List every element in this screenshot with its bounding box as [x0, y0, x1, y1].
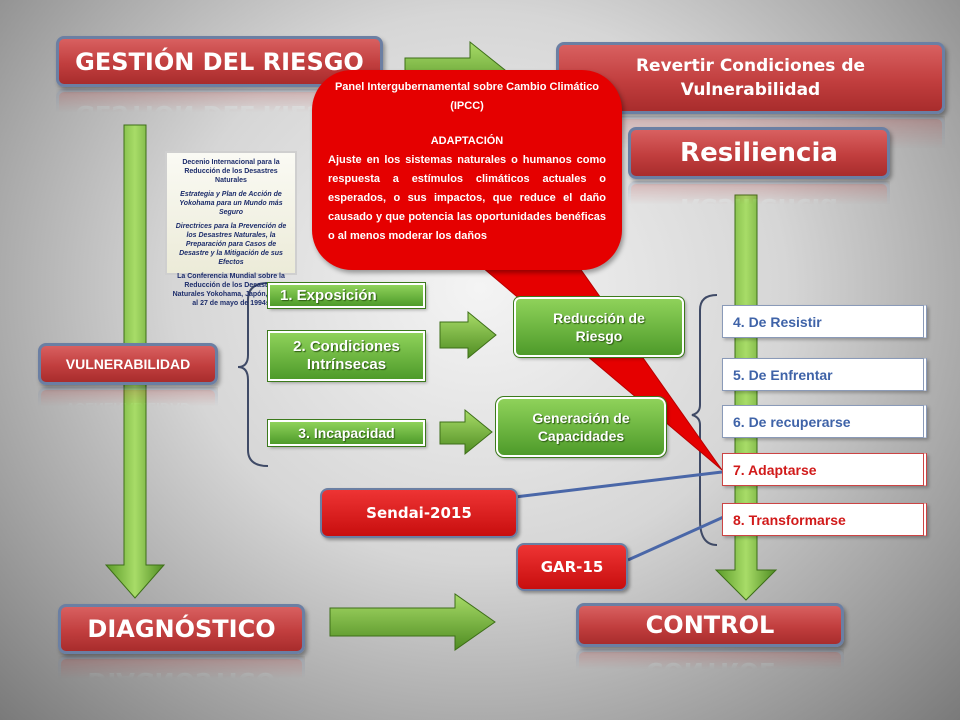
capacity-resistir: 4. De Resistir [722, 305, 927, 338]
generacion-arrow [439, 408, 493, 456]
bottom-right-arrow [329, 593, 496, 651]
capacity-recuperarse: 6. De recuperarse [722, 405, 927, 438]
capacity-adaptarse: 7. Adaptarse [722, 453, 927, 486]
gar-connector [627, 513, 729, 562]
yokohama-document: Decenio Internacional para la Reducción … [165, 151, 297, 307]
control-title: CONTROL [576, 603, 844, 647]
generacion-de-capacidades-box: Generación de Capacidades [495, 396, 667, 458]
reduccion-arrow [439, 310, 497, 360]
diagnostico-title: DIAGNÓSTICO [58, 604, 305, 654]
resiliencia-title: Resiliencia [628, 127, 890, 179]
doc-line: Estrategia y Plan de Acción de Yokohama … [179, 191, 283, 216]
callout-body: Ajuste en los sistemas naturales o human… [328, 154, 606, 242]
capacity-transformarse: 8. Transformarse [722, 503, 927, 536]
callout-heading: Panel Intergubernamental sobre Cambio Cl… [334, 81, 600, 112]
doc-line: La Conferencia Mundial sobre la Reducció… [172, 273, 290, 307]
gestion-del-riesgo-title: GESTIÓN DEL RIESGO [56, 36, 383, 87]
condiciones-intrinsecas-box: 2. Condiciones Intrínsecas [267, 330, 426, 382]
right-bracket [691, 294, 718, 546]
incapacidad-box: 3. Incapacidad [267, 419, 426, 447]
reduccion-de-riesgo-box: Reducción de Riesgo [513, 296, 685, 358]
ipcc-callout: Panel Intergubernamental sobre Cambio Cl… [312, 70, 622, 270]
callout-subheading: ADAPTACIÓN [430, 135, 504, 147]
capacity-enfrentar: 5. De Enfrentar [722, 358, 927, 391]
sendai-connector [514, 470, 723, 499]
doc-line: Decenio Internacional para la Reducción … [182, 159, 280, 184]
gar-15-label: GAR-15 [516, 543, 628, 591]
sendai-2015-label: Sendai-2015 [320, 488, 518, 538]
revertir-condiciones-title: Revertir Condiciones de Vulnerabilidad [556, 42, 945, 114]
left-brace [237, 282, 269, 467]
vulnerabilidad-title: VULNERABILIDAD [38, 343, 218, 385]
doc-line: Directrices para la Prevención de los De… [175, 223, 287, 266]
exposicion-box: 1. Exposición [267, 282, 426, 309]
right-down-arrow [714, 194, 778, 601]
